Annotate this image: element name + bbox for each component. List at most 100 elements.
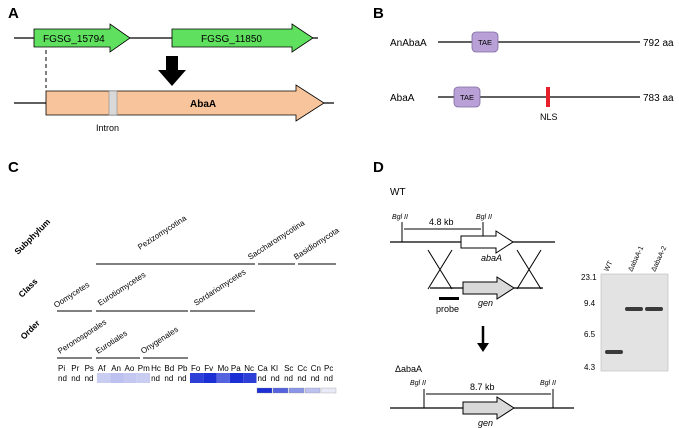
species-abbr-ao: Ao <box>125 364 135 373</box>
abaA-gene-arrow <box>45 84 325 122</box>
probe-bar <box>439 297 459 300</box>
heat-cell-ao <box>123 373 137 383</box>
species-value-ca: nd <box>258 374 267 383</box>
panel-c: C Subphylum Class Order Pezizomycotina S… <box>8 159 341 394</box>
species-abbr-mo: Mo <box>218 364 230 373</box>
abaA-gene-box <box>460 230 514 254</box>
species-value-cc: nd <box>297 374 306 383</box>
legend-swatch-4 <box>320 387 337 394</box>
species-value-pb: nd <box>178 374 187 383</box>
protein-length-anabaa: 792 aa <box>643 38 674 49</box>
species-value-sc: nd <box>284 374 293 383</box>
blot-marker-4-3: 4.3 <box>584 363 596 372</box>
gene-label-fgsg-15794: FGSG_15794 <box>43 34 105 45</box>
species-abbr-nc: Nc <box>244 364 254 373</box>
nls-marker <box>546 87 550 107</box>
crossover-right-b <box>516 249 542 290</box>
species-abbr-pr: Pr <box>71 364 79 373</box>
blot-membrane <box>600 273 669 372</box>
heat-cell-af <box>96 373 111 383</box>
species-abbr-pb: Pb <box>178 364 188 373</box>
blot-marker-23-1: 23.1 <box>581 273 597 282</box>
transition-arrow-icon <box>477 343 489 352</box>
panel-d: D WT Bgl II Bgl II 4.8 kb abaA gen probe… <box>373 159 668 428</box>
blot-marker-6-5: 6.5 <box>584 330 596 339</box>
gene-arrow-fgsg-11850 <box>171 23 314 53</box>
blot-band-ko2 <box>645 307 663 311</box>
species-abbr-an: An <box>111 364 121 373</box>
probe-label: probe <box>436 304 459 314</box>
legend-swatch-3 <box>304 387 321 394</box>
mut-distance-label: 8.7 kb <box>470 382 495 392</box>
gene-label-fgsg-11850: FGSG_11850 <box>201 34 262 45</box>
species-abbr-sc: Sc <box>284 364 293 373</box>
intron-box <box>108 90 118 116</box>
subphylum-label-pezizomycotina: Pezizomycotina <box>136 213 188 251</box>
species-value-cn: nd <box>311 374 320 383</box>
species-abbr-pc: Pc <box>324 364 333 373</box>
nls-label: NLS <box>540 112 558 122</box>
mut-gene-label: gen <box>478 418 493 428</box>
gene-arrow-fgsg-15794 <box>33 23 131 53</box>
species-abbr-ca: Ca <box>258 364 269 373</box>
species-abbr-fv: Fv <box>204 364 213 373</box>
panel-d-letter: D <box>373 159 384 176</box>
species-abbr-cn: Cn <box>311 364 321 373</box>
species-abbr-pa: Pa <box>231 364 241 373</box>
species-value-bd: nd <box>164 374 173 383</box>
mut-gen-box <box>462 396 515 420</box>
blot-band-ko1 <box>625 307 643 311</box>
blot-lane-label-ko2: ΔabaA-2 <box>650 245 668 273</box>
species-value-pr: nd <box>71 374 80 383</box>
wt-bglII-right-label: Bgl II <box>476 214 492 221</box>
species-abbr-hc: Hc <box>151 364 161 373</box>
species-abbr-bd: Bd <box>164 364 174 373</box>
wt-gene-label: abaA <box>481 253 502 263</box>
species-abbr-cc: Cc <box>297 364 307 373</box>
heat-cell-mo <box>216 373 230 383</box>
rank-label-order: Order <box>18 317 42 341</box>
heat-cell-pm <box>136 373 151 383</box>
intron-label: Intron <box>96 123 119 133</box>
heat-legend <box>256 387 337 394</box>
mutant-label: ΔabaA <box>395 364 422 374</box>
rank-label-class: Class <box>16 276 39 299</box>
cassette-gene-label: gen <box>478 298 493 308</box>
protein-length-abaa: 783 aa <box>643 93 674 104</box>
panel-a: A FGSG_15794 FGSG_11850 AbaA Intron <box>8 5 334 133</box>
heat-cell-fv <box>203 373 217 383</box>
class-label-oomycetes: Oomycetes <box>52 280 91 310</box>
species-abbr-pm: Pm <box>138 364 150 373</box>
protein-name-abaa: AbaA <box>390 93 415 104</box>
blot-marker-9-4: 9.4 <box>584 299 596 308</box>
heat-cell-pa <box>229 373 244 383</box>
panel-b: B AnAbaA TAE 792 aa AbaA TAE NLS 783 aa <box>373 5 674 122</box>
heat-cell-an <box>110 373 124 383</box>
heat-cell-fo <box>190 373 204 383</box>
down-arrow-icon <box>158 56 186 86</box>
gen-cassette-box <box>462 276 515 300</box>
tae-label-abaa: TAE <box>460 93 474 102</box>
legend-swatch-0 <box>256 387 273 394</box>
species-abbr-ps: Ps <box>85 364 94 373</box>
legend-swatch-1 <box>272 387 289 394</box>
heat-cell-nc <box>243 373 257 383</box>
order-label-onygenales: Onygenales <box>139 325 180 356</box>
species-value-pc: nd <box>324 374 333 383</box>
blot-lane-label-ko1: ΔabaA-1 <box>627 245 645 273</box>
class-label-eurotiomycetes: Eurotiomycetes <box>96 270 147 308</box>
mut-bglII-left-label: Bgl II <box>410 380 426 387</box>
tae-domain-abaa <box>453 86 481 108</box>
species-abbr-kl: Kl <box>271 364 278 373</box>
southern-blot: WT ΔabaA-1 ΔabaA-2 23.1 9.4 6.5 4.3 <box>581 245 668 372</box>
tae-label-anabaa: TAE <box>478 38 492 47</box>
crossover-left-b <box>427 249 453 290</box>
legend-swatch-2 <box>288 387 305 394</box>
wt-distance-label: 4.8 kb <box>429 217 454 227</box>
rank-label-subphylum: Subphylum <box>12 216 52 256</box>
protein-name-anabaa: AnAbaA <box>390 38 427 49</box>
panel-a-letter: A <box>8 5 19 22</box>
panel-b-letter: B <box>373 5 384 22</box>
